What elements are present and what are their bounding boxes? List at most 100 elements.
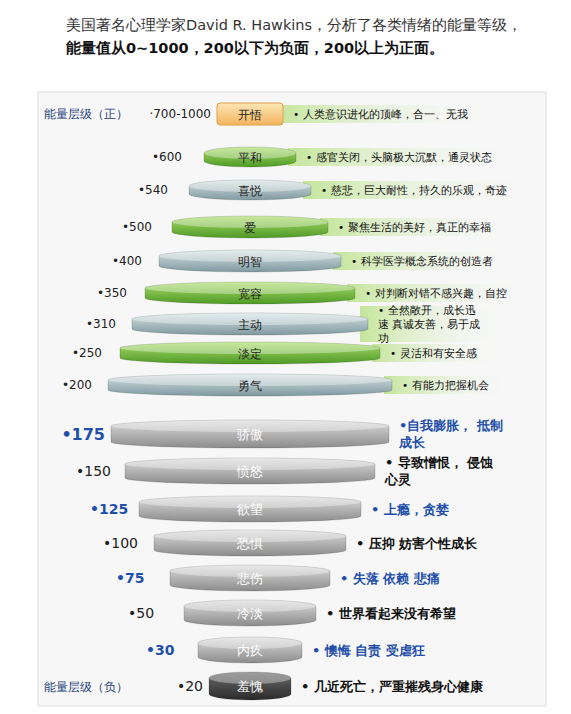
highlight-band: [333, 252, 515, 270]
disc-body: [154, 530, 346, 556]
negative-level: 欲望 •125 • 上瘾，贪婪: [0, 491, 571, 527]
disc-body: [198, 637, 302, 663]
level-description: • 人类意识进化的顶峰，合一、无我: [293, 107, 468, 121]
level-description: • 对判断对错不感兴趣，自控: [365, 286, 507, 300]
level-name: 勇气: [238, 378, 262, 395]
highlight-band: [303, 181, 529, 199]
level-disc: [0, 306, 571, 342]
level-description: • 懊悔 自责 受虐狂: [312, 642, 425, 659]
level-disc: [0, 525, 571, 561]
level-name: 主动: [238, 317, 262, 334]
disc-body: [184, 600, 316, 626]
intro-paragraph: 美国著名心理学家David R. Hawkins，分析了各类情绪的能量等级， 能量…: [66, 14, 536, 60]
axis-label: 能量层级（负）: [44, 679, 128, 696]
energy-value: •540: [138, 183, 168, 197]
level-name: 喜悦: [238, 183, 262, 200]
level-disc: [0, 560, 571, 596]
highlight-band: [288, 148, 514, 166]
energy-value: •20: [177, 678, 203, 694]
level-disc: [0, 632, 571, 668]
positive-level: 淡定 •250 • 灵活和有安全感: [0, 335, 571, 371]
disc-body: [204, 147, 296, 167]
level-name: 开悟: [238, 107, 262, 124]
energy-value: •500: [122, 220, 152, 234]
level-name: 内疚: [237, 642, 263, 660]
level-name: 平和: [238, 150, 262, 167]
level-name: 宽容: [238, 286, 262, 303]
level-description: • 科学医学概念系统的创造者: [351, 254, 493, 268]
positive-level: 明智 •400 • 科学医学概念系统的创造者: [0, 243, 571, 279]
level-description: • 压抑 妨害个性成长: [356, 535, 477, 552]
energy-value: •400: [112, 254, 142, 268]
level-description: • 导致憎恨， 侵蚀心灵: [385, 454, 495, 488]
level-name: 欲望: [237, 501, 263, 519]
disc-body: [209, 672, 291, 700]
negative-level: 愤怒 •150 • 导致憎恨， 侵蚀心灵: [0, 453, 571, 489]
level-description: • 全然敞开，成长迅速 真诚友善，易于成功: [378, 303, 482, 345]
disc-body: [145, 282, 355, 304]
peak-box: [217, 103, 283, 125]
intro-text: 美国著名心理学家David R. Hawkins，分析了各类情绪的能量等级，: [66, 17, 522, 33]
highlight-band: [360, 306, 504, 342]
disc-body: [170, 565, 330, 591]
negative-level: 骄傲 •175 •自我膨胀， 抵制成长: [0, 416, 571, 452]
level-name: 恐惧: [237, 535, 263, 553]
energy-value: •200: [62, 378, 92, 392]
intro-bold-text: 能量值从0~1000，200以下为负面，200以上为正面。: [66, 40, 444, 56]
level-disc: [0, 595, 571, 631]
energy-value: ·700-1000: [149, 107, 211, 121]
level-description: • 世界看起来没有希望: [326, 605, 456, 622]
axis-label: 能量层级（正）: [44, 106, 128, 123]
level-description: • 慈悲，巨大耐性，持久的乐观，奇迹: [321, 183, 507, 197]
highlight-band: [384, 376, 511, 394]
level-description: • 几近死亡，严重摧残身心健康: [301, 678, 483, 695]
level-disc: [0, 491, 571, 527]
disc-body: [125, 458, 375, 484]
energy-value: •75: [116, 570, 144, 586]
level-name: 骄傲: [237, 426, 263, 444]
disc-body: [159, 250, 341, 272]
disc-body: [189, 180, 311, 200]
level-description: • 聚焦生活的美好，真正的幸福: [338, 220, 491, 234]
disc-body: [108, 374, 392, 396]
level-name: 冷淡: [237, 605, 263, 623]
energy-value: •125: [90, 501, 128, 517]
negative-level: 恐惧 •100 • 压抑 妨害个性成长: [0, 525, 571, 561]
level-name: 愤怒: [237, 463, 263, 481]
positive-level: 平和 •600 • 感官关闭，头脑极大沉默，通灵状态: [0, 139, 571, 175]
positive-level: 爱 •500 • 聚焦生活的美好，真正的幸福: [0, 209, 571, 245]
negative-level: 内疚 •30 • 懊悔 自责 受虐狂: [0, 632, 571, 668]
energy-value: •30: [146, 642, 174, 658]
level-description: • 感官关闭，头脑极大沉默，通灵状态: [306, 150, 492, 164]
level-name: 悲伤: [237, 570, 263, 588]
disc-body: [132, 313, 368, 335]
level-name: 明智: [238, 254, 262, 271]
highlight-band: [275, 105, 490, 123]
level-description: • 上瘾，贪婪: [371, 501, 449, 518]
positive-level: 主动•310• 全然敞开，成长迅速 真诚友善，易于成功: [0, 306, 571, 348]
highlight-band: [347, 284, 529, 302]
energy-value: •150: [76, 463, 111, 479]
level-name: 羞愧: [237, 678, 263, 696]
positive-level: 勇气 •200 • 有能力把握机会: [0, 367, 571, 403]
disc-body: [120, 342, 380, 364]
energy-value: •250: [72, 346, 102, 360]
highlight-band: [372, 344, 499, 362]
highlight-band: [320, 218, 513, 236]
positive-level: 喜悦 •540 • 慈悲，巨大耐性，持久的乐观，奇迹: [0, 172, 571, 208]
energy-value: •100: [103, 535, 138, 551]
level-name: 爱: [244, 220, 256, 237]
negative-level: 冷淡•50• 世界看起来没有希望: [0, 595, 571, 631]
level-description: • 灵活和有安全感: [390, 346, 477, 360]
level-name: 淡定: [238, 346, 262, 363]
disc-body: [139, 496, 361, 522]
disc-body: [172, 216, 328, 238]
energy-value: •175: [61, 425, 105, 444]
level-description: • 有能力把握机会: [402, 378, 489, 392]
level-description: •自我膨胀， 抵制成长: [399, 417, 509, 451]
energy-value: •350: [97, 286, 127, 300]
panel-frame: [38, 92, 546, 706]
energy-value: •600: [152, 150, 182, 164]
negative-level: 悲伤•75• 失落 依赖 悲痛: [0, 560, 571, 596]
